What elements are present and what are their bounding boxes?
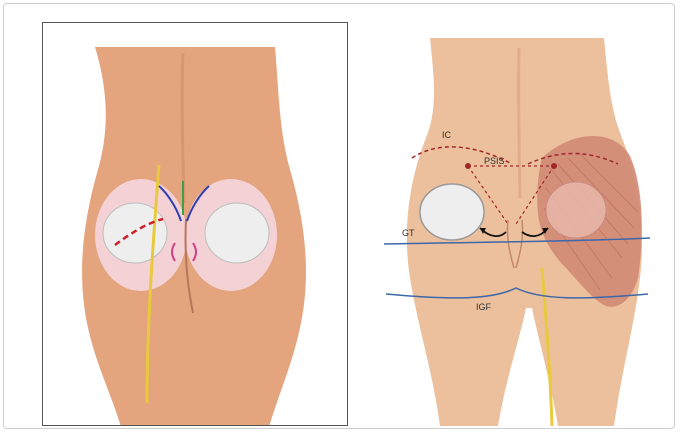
figure-frame: IC PSIS GT IGF [3,3,675,429]
right-panel-implant-left [420,184,484,240]
label-ic: IC [442,130,452,140]
right-spine-shading [519,48,520,198]
label-gt: GT [402,228,415,238]
right-body-drawing: IC PSIS GT IGF [382,38,654,426]
implant-left [103,203,167,263]
label-igf: IGF [476,302,492,312]
left-body-drawing [43,23,348,426]
submuscular-implant [546,182,606,238]
implant-right [205,203,269,263]
left-back-shading [182,53,184,203]
right-panel-illustration: IC PSIS GT IGF [382,38,654,426]
left-panel-illustration [42,22,348,426]
label-psis: PSIS [484,156,505,166]
